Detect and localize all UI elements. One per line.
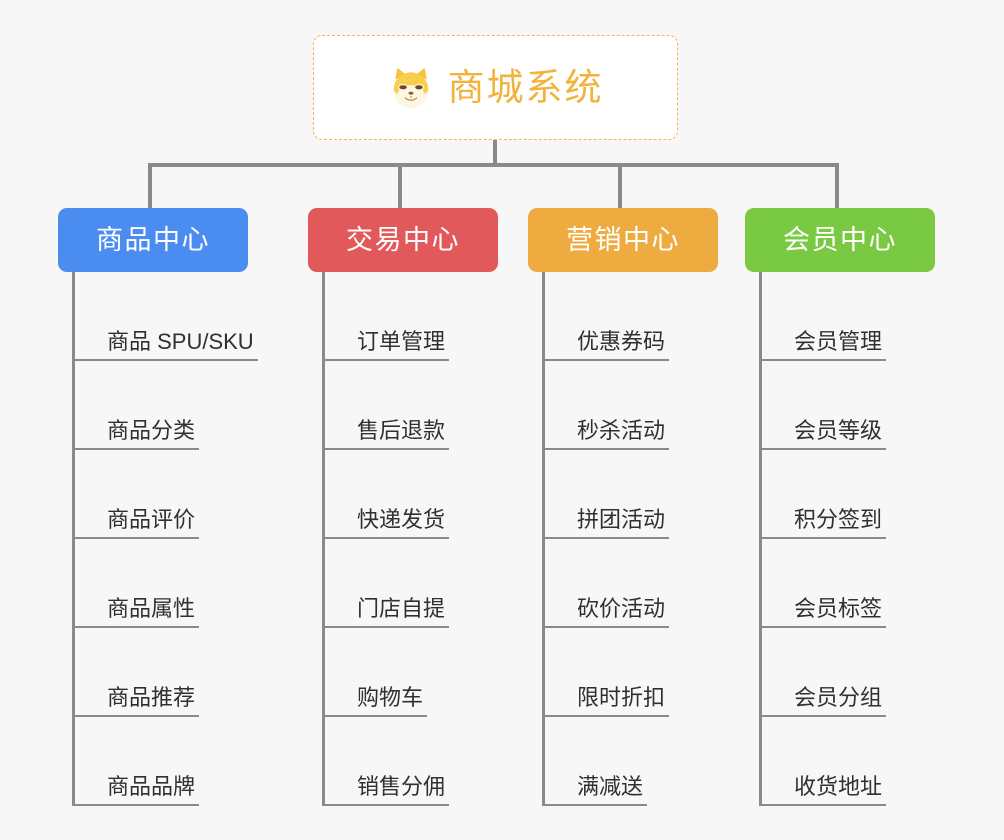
list-item[interactable]: 拼团活动 — [545, 450, 718, 539]
list-item[interactable]: 销售分佣 — [325, 717, 498, 806]
root-node-mall-system[interactable]: 商城系统 — [313, 35, 678, 140]
list-item-label: 优惠券码 — [577, 329, 670, 361]
category-header-1-label: 商品中心 — [96, 224, 210, 255]
list-item-label: 会员标签 — [794, 596, 887, 628]
list-item-label: 积分签到 — [794, 507, 887, 539]
list-item-label: 商品属性 — [107, 596, 200, 628]
item-list-4: 会员管理 会员等级 积分签到 会员标签 会员分组 收货地址 — [759, 272, 935, 806]
list-item[interactable]: 商品评价 — [75, 450, 248, 539]
connector-drop-2 — [398, 163, 402, 208]
list-item[interactable]: 积分签到 — [762, 450, 935, 539]
list-item-label: 收货地址 — [794, 774, 887, 806]
list-item-label: 快递发货 — [357, 507, 450, 539]
item-list-3: 优惠券码 秒杀活动 拼团活动 砍价活动 限时折扣 满减送 — [542, 272, 718, 806]
list-item[interactable]: 会员等级 — [762, 361, 935, 450]
list-item-label: 拼团活动 — [577, 507, 670, 539]
list-item[interactable]: 收货地址 — [762, 717, 935, 806]
root-node-title: 商城系统 — [447, 67, 604, 108]
list-item-label: 秒杀活动 — [577, 418, 670, 450]
list-item-label: 售后退款 — [357, 418, 450, 450]
list-item-label: 购物车 — [357, 685, 428, 717]
branch-column-1: 商品中心 商品 SPU/SKU 商品分类 商品评价 商品属性 商品推荐 商品品牌 — [58, 208, 258, 806]
list-item[interactable]: 会员管理 — [762, 272, 935, 361]
list-item[interactable]: 优惠券码 — [545, 272, 718, 361]
list-item[interactable]: 订单管理 — [325, 272, 498, 361]
item-list-1: 商品 SPU/SKU 商品分类 商品评价 商品属性 商品推荐 商品品牌 — [72, 272, 258, 806]
list-item[interactable]: 限时折扣 — [545, 628, 718, 717]
category-header-4-label: 会员中心 — [783, 224, 897, 255]
connector-root-stem — [493, 140, 497, 165]
branch-column-2: 交易中心 订单管理 售后退款 快递发货 门店自提 购物车 销售分佣 — [308, 208, 498, 806]
category-header-3-label: 营销中心 — [566, 224, 680, 255]
category-header-4[interactable]: 会员中心 — [745, 208, 935, 272]
list-item-label: 销售分佣 — [357, 774, 450, 806]
shiba-dog-icon — [388, 65, 434, 111]
list-item-label: 商品推荐 — [107, 685, 200, 717]
list-item[interactable]: 售后退款 — [325, 361, 498, 450]
list-item[interactable]: 商品 SPU/SKU — [75, 272, 258, 361]
list-item[interactable]: 满减送 — [545, 717, 718, 806]
connector-horizontal-bar — [148, 163, 838, 167]
list-item[interactable]: 购物车 — [325, 628, 498, 717]
category-header-2[interactable]: 交易中心 — [308, 208, 498, 272]
category-header-3[interactable]: 营销中心 — [528, 208, 718, 272]
branch-column-3: 营销中心 优惠券码 秒杀活动 拼团活动 砍价活动 限时折扣 满减送 — [528, 208, 718, 806]
list-item-label: 砍价活动 — [577, 596, 670, 628]
list-item[interactable]: 商品推荐 — [75, 628, 248, 717]
connector-drop-1 — [148, 163, 152, 208]
list-item[interactable]: 商品属性 — [75, 539, 248, 628]
list-item[interactable]: 商品分类 — [75, 361, 248, 450]
connector-drop-4 — [835, 163, 839, 208]
category-header-2-label: 交易中心 — [346, 224, 460, 255]
connector-drop-3 — [618, 163, 622, 208]
item-list-2: 订单管理 售后退款 快递发货 门店自提 购物车 销售分佣 — [322, 272, 498, 806]
list-item-label: 商品分类 — [107, 418, 200, 450]
list-item[interactable]: 秒杀活动 — [545, 361, 718, 450]
list-item-label: 会员分组 — [794, 685, 887, 717]
category-header-1[interactable]: 商品中心 — [58, 208, 248, 272]
list-item[interactable]: 快递发货 — [325, 450, 498, 539]
list-item[interactable]: 会员分组 — [762, 628, 935, 717]
list-item[interactable]: 砍价活动 — [545, 539, 718, 628]
list-item-label: 商品评价 — [107, 507, 200, 539]
list-item-label: 满减送 — [577, 774, 648, 806]
list-item-label: 商品 SPU/SKU — [107, 329, 258, 361]
list-item-label: 限时折扣 — [577, 685, 670, 717]
list-item-label: 会员管理 — [794, 329, 887, 361]
list-item[interactable]: 门店自提 — [325, 539, 498, 628]
list-item-label: 订单管理 — [357, 329, 450, 361]
list-item-label: 商品品牌 — [107, 774, 200, 806]
branch-column-4: 会员中心 会员管理 会员等级 积分签到 会员标签 会员分组 收货地址 — [745, 208, 935, 806]
list-item-label: 会员等级 — [794, 418, 887, 450]
list-item-label: 门店自提 — [357, 596, 450, 628]
list-item[interactable]: 商品品牌 — [75, 717, 248, 806]
list-item[interactable]: 会员标签 — [762, 539, 935, 628]
